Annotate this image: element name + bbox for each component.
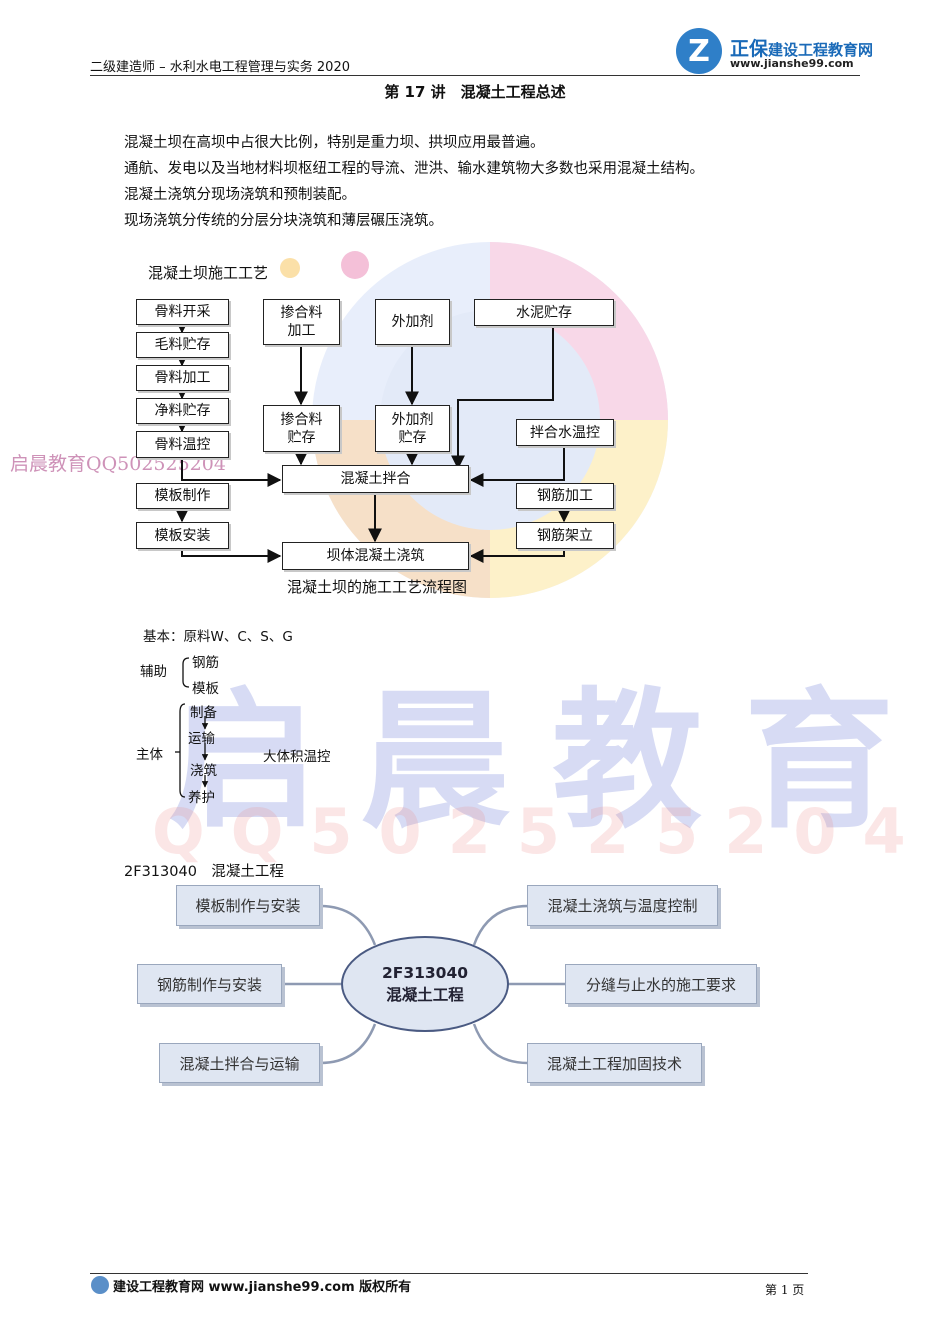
flow-box-clean-storage: 净料贮存 <box>136 398 229 424</box>
paragraph-1: 混凝土坝在高坝中占很大比例，特别是重力坝、拱坝应用最普遍。 <box>124 135 545 151</box>
paragraph-3: 混凝土浇筑分现场浇筑和预制装配。 <box>124 187 356 203</box>
outline-aux-label: 辅助 <box>140 664 167 680</box>
flow-box-cement-storage: 水泥贮存 <box>474 299 614 326</box>
outline-aux-item: 模板 <box>192 681 219 697</box>
flow-box-water-temp-control: 拌合水温控 <box>516 419 614 446</box>
watermark-small: 启晨教育QQ502525204 <box>10 453 226 475</box>
logo-brand: 正保 <box>730 38 769 60</box>
outline-main-item: 运输 <box>188 731 215 747</box>
mindmap-node-rebar: 钢筋制作与安装 <box>137 964 282 1004</box>
flow-box-mixing: 混凝土拌合 <box>282 465 469 493</box>
mindmap-center-name: 混凝土工程 <box>386 986 464 1004</box>
paragraph-2: 通航、发电以及当地材料坝枢纽工程的导流、泄洪、输水建筑物大多数也采用混凝土结构。 <box>124 161 704 177</box>
outline-basic: 基本：原料W、C、S、G <box>143 629 293 645</box>
outline-main-item: 浇筑 <box>190 763 217 779</box>
header-doc-title: 二级建造师 – 水利水电工程管理与实务 2020 <box>90 60 350 75</box>
logo-site-name: 建设工程教育网 <box>768 41 874 59</box>
mindmap-center-node: 2F313040 混凝土工程 <box>341 936 509 1032</box>
flow-box-formwork-making: 模板制作 <box>136 483 229 509</box>
lecture-title: 第 17 讲 混凝土工程总述 <box>384 83 566 101</box>
footer-divider <box>90 1273 808 1274</box>
logo-name: 正保建设工程教育网 <box>730 34 873 61</box>
mindmap-center-code: 2F313040 <box>381 964 469 982</box>
logo-url: www.jianshe99.com <box>730 57 854 70</box>
flow-box-aggregate-temp-control: 骨料温控 <box>136 431 229 458</box>
footer-logo-icon <box>91 1276 109 1294</box>
flow-box-additive: 外加剂 <box>375 299 450 345</box>
logo-icon: Z <box>676 28 722 74</box>
outline-main-item: 养护 <box>188 790 215 806</box>
paragraph-4: 现场浇筑分传统的分层分块浇筑和薄层碾压浇筑。 <box>124 213 443 229</box>
flow-box-formwork-installing: 模板安装 <box>136 522 229 549</box>
mindmap-node-pouring-temp: 混凝土浇筑与温度控制 <box>527 885 718 926</box>
mindmap-node-formwork: 模板制作与安装 <box>176 885 320 926</box>
watermark-qq: QQ502525204 <box>152 795 932 868</box>
footer-copyright: 建设工程教育网 www.jianshe99.com 版权所有 <box>113 1280 412 1295</box>
flow-box-rebar-erecting: 钢筋架立 <box>516 522 614 549</box>
flow-box-dam-pouring: 坝体混凝土浇筑 <box>282 542 469 570</box>
flow-box-admixture-storage: 掺合料贮存 <box>263 405 340 452</box>
footer-page-number: 第 1 页 <box>765 1283 805 1297</box>
outline-main-item: 制备 <box>190 705 217 721</box>
flow-box-rebar-processing: 钢筋加工 <box>516 483 614 509</box>
mindmap-section-heading: 2F313040 混凝土工程 <box>124 864 284 880</box>
outline-side-note: 大体积温控 <box>263 749 331 765</box>
mindmap-node-reinforcement: 混凝土工程加固技术 <box>527 1043 702 1083</box>
mindmap-node-joints-waterstop: 分缝与止水的施工要求 <box>565 964 757 1004</box>
outline-aux-item: 钢筋 <box>192 655 219 671</box>
flow-box-aggregate-mining: 骨料开采 <box>136 299 229 325</box>
flow-box-additive-storage: 外加剂贮存 <box>375 405 450 452</box>
watermark-big: 启晨教育 <box>168 675 937 849</box>
flow-box-admixture-processing: 掺合料加工 <box>263 299 340 345</box>
header-divider <box>90 75 860 76</box>
flowchart-heading: 混凝土坝施工工艺 <box>148 264 269 282</box>
flow-box-raw-storage: 毛料贮存 <box>136 332 229 358</box>
mindmap-node-mixing-transport: 混凝土拌合与运输 <box>159 1043 320 1083</box>
flow-box-aggregate-processing: 骨料加工 <box>136 365 229 391</box>
outline-main-label: 主体 <box>136 747 163 763</box>
flowchart-caption: 混凝土坝的施工工艺流程图 <box>287 578 468 596</box>
